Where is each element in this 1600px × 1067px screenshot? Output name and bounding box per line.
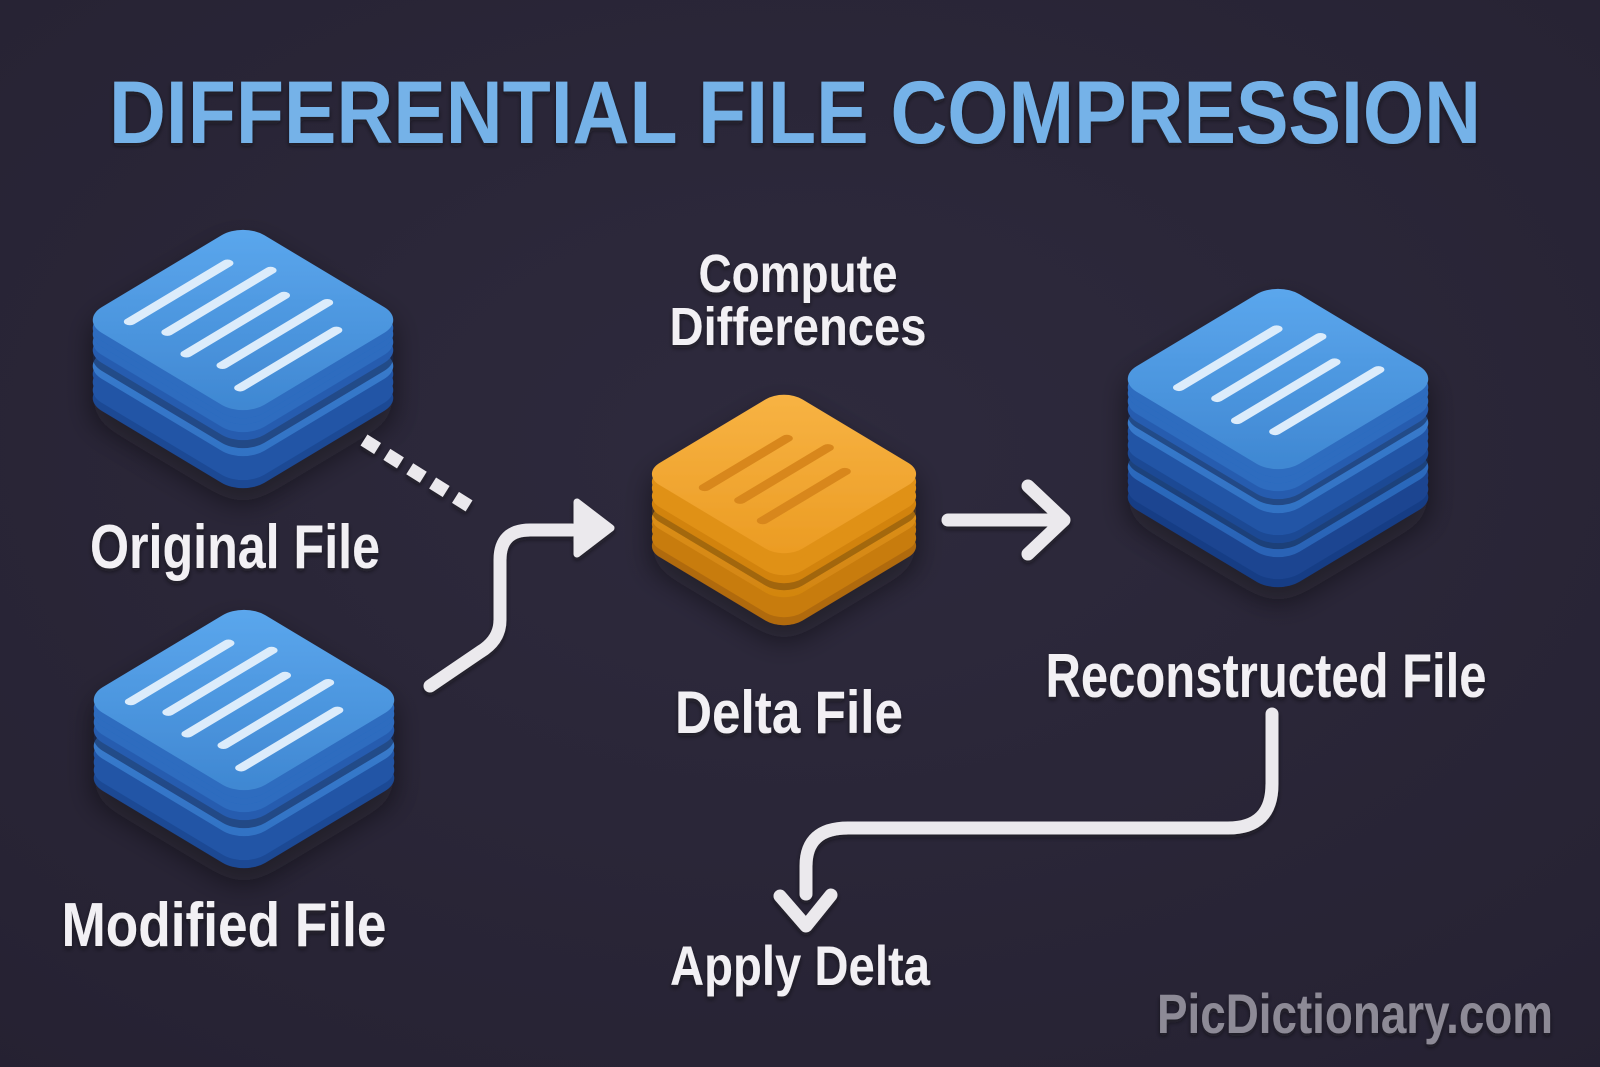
delta-to-reconstructed-arrowhead-icon	[1021, 479, 1071, 561]
original-file-label: Original File	[90, 513, 380, 582]
dashed-connector-from-original	[360, 434, 478, 515]
document-text-lines-icon	[1173, 325, 1385, 436]
compute-arrowhead-icon	[573, 498, 615, 558]
document-text-lines-icon	[698, 434, 851, 525]
modified-file-stack-icon	[81, 602, 407, 876]
reconstructed-file-stack-icon	[1115, 281, 1441, 595]
modified-file-label: Modified File	[62, 891, 387, 960]
delta-file-label: Delta File	[675, 679, 903, 746]
apply-delta-arrowhead-icon	[773, 888, 838, 933]
merge-connector-from-modified	[423, 523, 579, 693]
page-title: DIFFERENTIAL FILE COMPRESSION	[109, 62, 1481, 162]
compute-differences-label: Compute Differences	[670, 244, 927, 357]
reconstructed-file-label: Reconstructed File	[1046, 642, 1487, 711]
apply-delta-label: Apply Delta	[670, 934, 931, 997]
svg-text:Differences: Differences	[670, 297, 927, 357]
original-file-stack-icon	[80, 222, 406, 496]
document-text-lines-icon	[123, 259, 343, 392]
delta-file-stack-icon	[641, 388, 927, 632]
document-text-lines-icon	[124, 639, 344, 772]
watermark: PicDictionary.com	[1157, 982, 1553, 1045]
svg-text:Compute: Compute	[699, 244, 898, 304]
apply-delta-elbow-connector	[799, 707, 1279, 901]
